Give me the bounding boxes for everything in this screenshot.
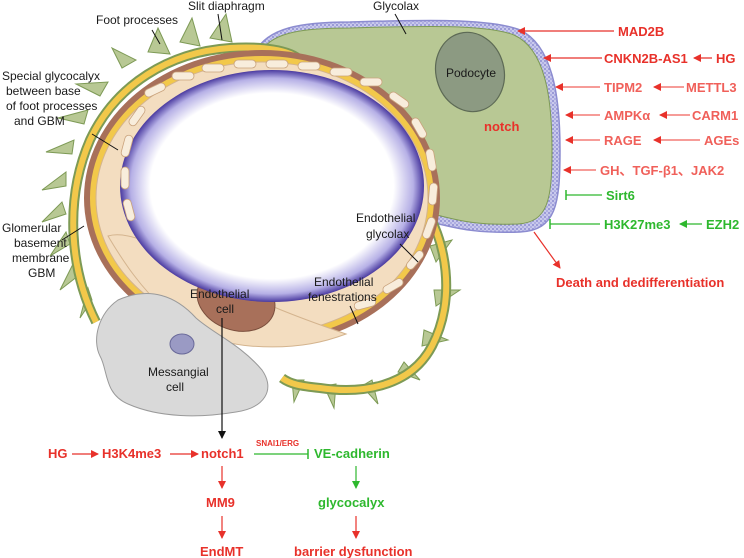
regulator-h3k27me3: H3K27me3	[604, 217, 671, 232]
label-gbm-1: Glomerular	[2, 221, 61, 235]
mesangial-nucleus	[169, 333, 195, 355]
label-endothelial-glycolax-2: glycolax	[366, 227, 409, 241]
capillary-loop	[84, 50, 440, 348]
label-glycolax: Glycolax	[373, 0, 419, 13]
label-notch: notch	[484, 119, 519, 134]
label-foot-processes: Foot processes	[96, 13, 178, 27]
regulator-hg-top: HG	[716, 51, 736, 66]
label-endothelial-glycolax-1: Endothelial	[356, 211, 415, 225]
regulator-rage: RAGE	[604, 133, 642, 148]
regulator-ampk: AMPKα	[604, 108, 650, 123]
label-endothelial-cell-2: cell	[216, 302, 234, 316]
podocyte-regulators: MAD2B CNKN2B-AS1 HG TIPM2 METTL3 AMPKα C…	[517, 24, 739, 290]
label-special-glycocalyx-2: between base	[6, 84, 81, 98]
pathway-glycocalyx: glycocalyx	[318, 495, 385, 510]
label-gbm-3: membrane	[12, 251, 70, 265]
endothelial-pathway: HG H3K4me3 notch1 SNAI1/ERG VE-cadherin …	[48, 318, 413, 558]
pathway-barrier: barrier dysfunction	[294, 544, 413, 558]
pathway-endmt: EndMT	[200, 544, 243, 558]
structure-labels: Foot processes Slit diaphragm Glycolax P…	[2, 0, 519, 394]
label-podocyte: Podocyte	[446, 66, 496, 80]
regulator-carm1: CARM1	[692, 108, 738, 123]
label-special-glycocalyx-3: of foot processes	[6, 99, 97, 113]
label-mesangial-2: cell	[166, 380, 184, 394]
pathway-mm9: MM9	[206, 495, 235, 510]
pathway-ve-cadherin: VE-cadherin	[314, 446, 390, 461]
label-endothelial-fenestrations-2: fenestrations	[308, 290, 377, 304]
regulator-ages: AGEs	[704, 133, 739, 148]
label-slit-diaphragm: Slit diaphragm	[188, 0, 265, 13]
regulator-cnkn2b-as1: CNKN2B-AS1	[604, 51, 688, 66]
regulator-gh-line: GH、TGF-β1、JAK2	[600, 163, 724, 178]
pathway-h3k4me3: H3K4me3	[102, 446, 161, 461]
pathway-notch1: notch1	[201, 446, 244, 461]
regulator-tipm2: TIPM2	[604, 80, 642, 95]
label-endothelial-fenestrations-1: Endothelial	[314, 275, 373, 289]
foot-processes	[41, 12, 462, 410]
pathway-snai: SNAI1/ERG	[256, 439, 299, 448]
label-special-glycocalyx-4: and GBM	[14, 114, 65, 128]
label-mesangial-1: Messangial	[148, 365, 209, 379]
regulator-ezh2: EZH2	[706, 217, 739, 232]
label-gbm-2: basement	[14, 236, 67, 250]
mesangial-cell	[96, 293, 269, 417]
label-endothelial-cell-1: Endothelial	[190, 287, 249, 301]
outcome-death: Death and dedifferentiation	[556, 275, 724, 290]
capillary-lumen	[120, 70, 424, 302]
label-gbm-4: GBM	[28, 266, 55, 280]
regulator-mettl3: METTL3	[686, 80, 737, 95]
label-special-glycocalyx-1: Special glycocalyx	[2, 69, 100, 83]
regulator-sirt6: Sirt6	[606, 188, 635, 203]
pathway-hg: HG	[48, 446, 68, 461]
podocyte-nucleus	[434, 31, 506, 113]
regulator-mad2b: MAD2B	[618, 24, 664, 39]
